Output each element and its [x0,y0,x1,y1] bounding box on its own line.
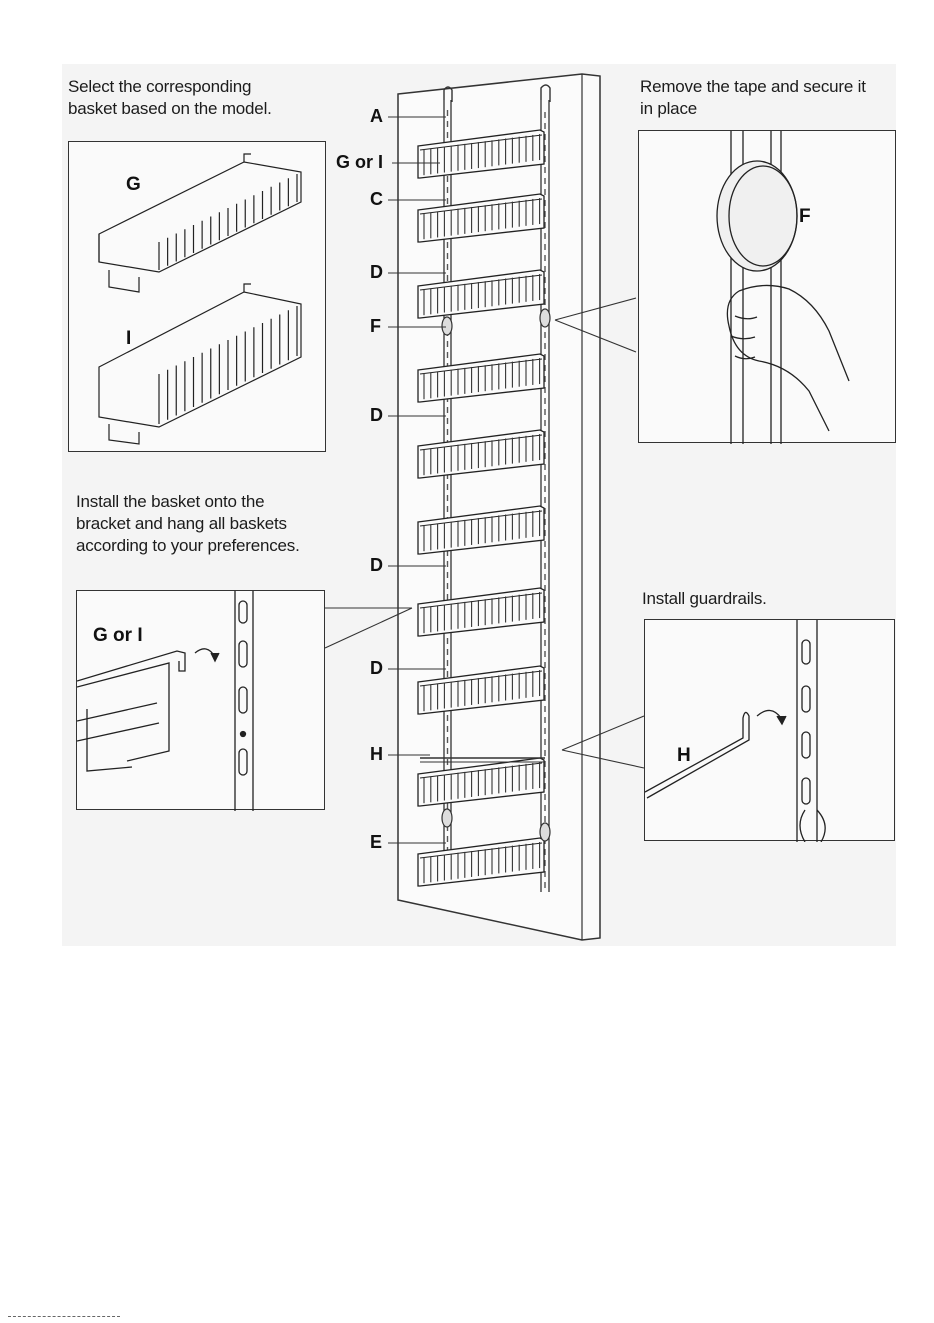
label-bracket-g-or-i: G or I [93,625,143,647]
callout-a: A [370,106,383,127]
bracket-install-drawing [77,591,326,811]
label-basket-i: I [126,328,131,350]
suction-hook-drawing [639,131,897,444]
callout-d-3: D [370,555,383,576]
basket-i-drawing [99,284,301,444]
callout-d-4: D [370,658,383,679]
callout-e: E [370,832,382,853]
basket-models-drawing [69,142,327,453]
callout-d-2: D [370,405,383,426]
callout-h: H [370,744,383,765]
callout-g-or-i: G or I [336,152,383,173]
callout-c: C [370,189,383,210]
label-basket-g: G [126,174,141,196]
panel-suction-hook: F [638,130,896,443]
callout-f: F [370,316,381,337]
callout-d-1: D [370,262,383,283]
label-hook-f: F [799,206,811,228]
panel-guardrail-install: H [644,619,895,841]
footer-rule [8,1316,120,1317]
guardrail-install-drawing [645,620,896,842]
panel-basket-models: G I [68,141,326,452]
panel-bracket-install: G or I [76,590,325,810]
label-guardrail-h: H [677,745,691,767]
